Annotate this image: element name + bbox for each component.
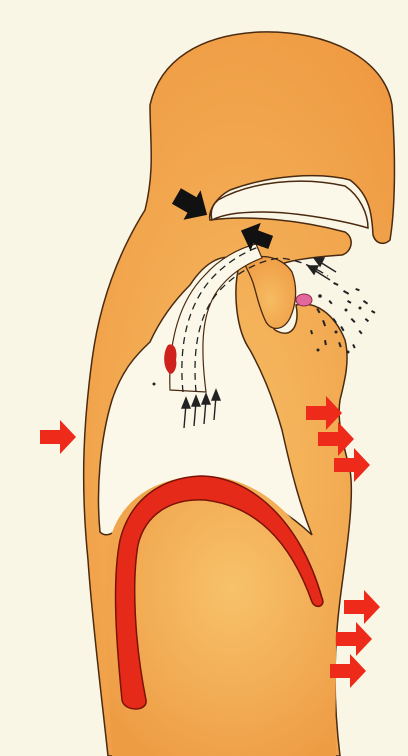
right-arrow-icon bbox=[344, 590, 380, 624]
right-arrow-icon bbox=[336, 622, 372, 656]
right-arrow-icon bbox=[40, 420, 76, 454]
pink-spot bbox=[296, 294, 312, 306]
left-arrow-icon bbox=[308, 258, 336, 280]
